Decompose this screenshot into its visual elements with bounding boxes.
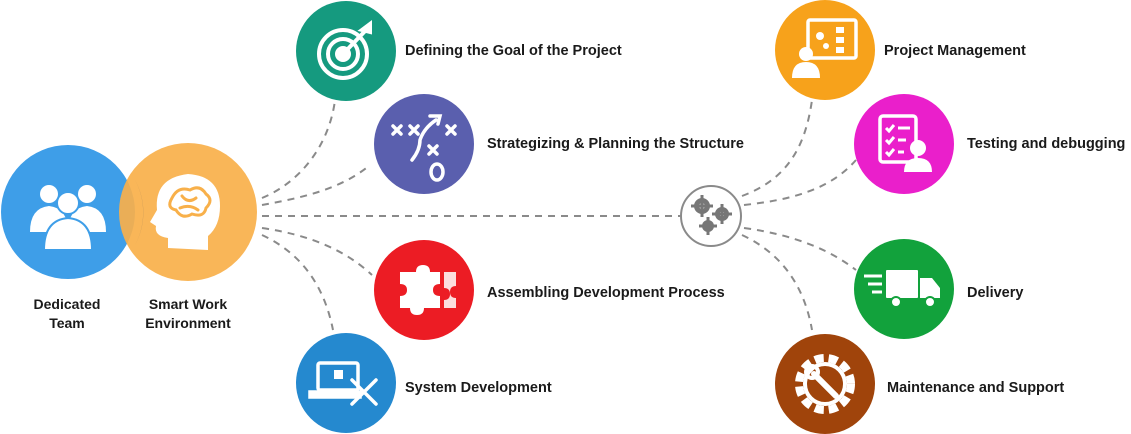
- connector-lines: [261, 99, 857, 331]
- gear-wrench-icon: [795, 354, 855, 414]
- label-pm: Project Management: [884, 43, 1026, 59]
- target-icon: [317, 20, 372, 80]
- caption-line: Team: [49, 315, 85, 331]
- brain-head-icon: [150, 174, 220, 250]
- connector-system: [261, 234, 334, 331]
- connector-pm: [741, 99, 813, 197]
- puzzle-icon: [400, 265, 456, 315]
- gears-icon: [691, 195, 732, 235]
- connector-goal: [261, 99, 336, 199]
- team-icon: [30, 185, 106, 251]
- presentation-icon: [792, 18, 858, 78]
- label-strategy: Strategizing & Planning the Structure: [487, 136, 744, 152]
- connector-delivery: [743, 227, 857, 271]
- step-delivery: [854, 239, 954, 339]
- label-assembling: Assembling Development Process: [487, 285, 725, 301]
- label-maintenance: Maintenance and Support: [887, 380, 1065, 396]
- venn-environment: [119, 143, 257, 281]
- label-system: System Development: [405, 380, 552, 396]
- connector-assembling: [261, 227, 373, 276]
- checklist-icon: [878, 114, 932, 172]
- step-pm: [775, 0, 875, 100]
- strategy-icon: [391, 114, 457, 182]
- venn-team: [1, 145, 135, 279]
- caption-line: Environment: [145, 315, 231, 331]
- connector-testing: [743, 159, 857, 206]
- truck-icon: [864, 270, 940, 308]
- label-goal: Defining the Goal of the Project: [405, 43, 622, 59]
- caption-smart-work-environment: Smart Work Environment: [128, 295, 248, 333]
- step-goal: [296, 1, 396, 101]
- step-strategy: [374, 94, 474, 194]
- connector-maintenance: [741, 234, 813, 331]
- gears-hub: [680, 185, 742, 247]
- step-system: [296, 333, 396, 433]
- connector-strategy: [261, 164, 371, 206]
- laptop-tools-icon: [308, 361, 378, 406]
- step-maintenance: [775, 334, 875, 434]
- label-testing: Testing and debugging: [967, 136, 1126, 152]
- caption-line: Dedicated: [33, 296, 101, 312]
- step-testing: [854, 94, 954, 194]
- label-delivery: Delivery: [967, 285, 1024, 301]
- caption-dedicated-team: Dedicated Team: [22, 295, 112, 333]
- step-assembling: [374, 240, 474, 340]
- caption-line: Smart Work: [148, 296, 228, 312]
